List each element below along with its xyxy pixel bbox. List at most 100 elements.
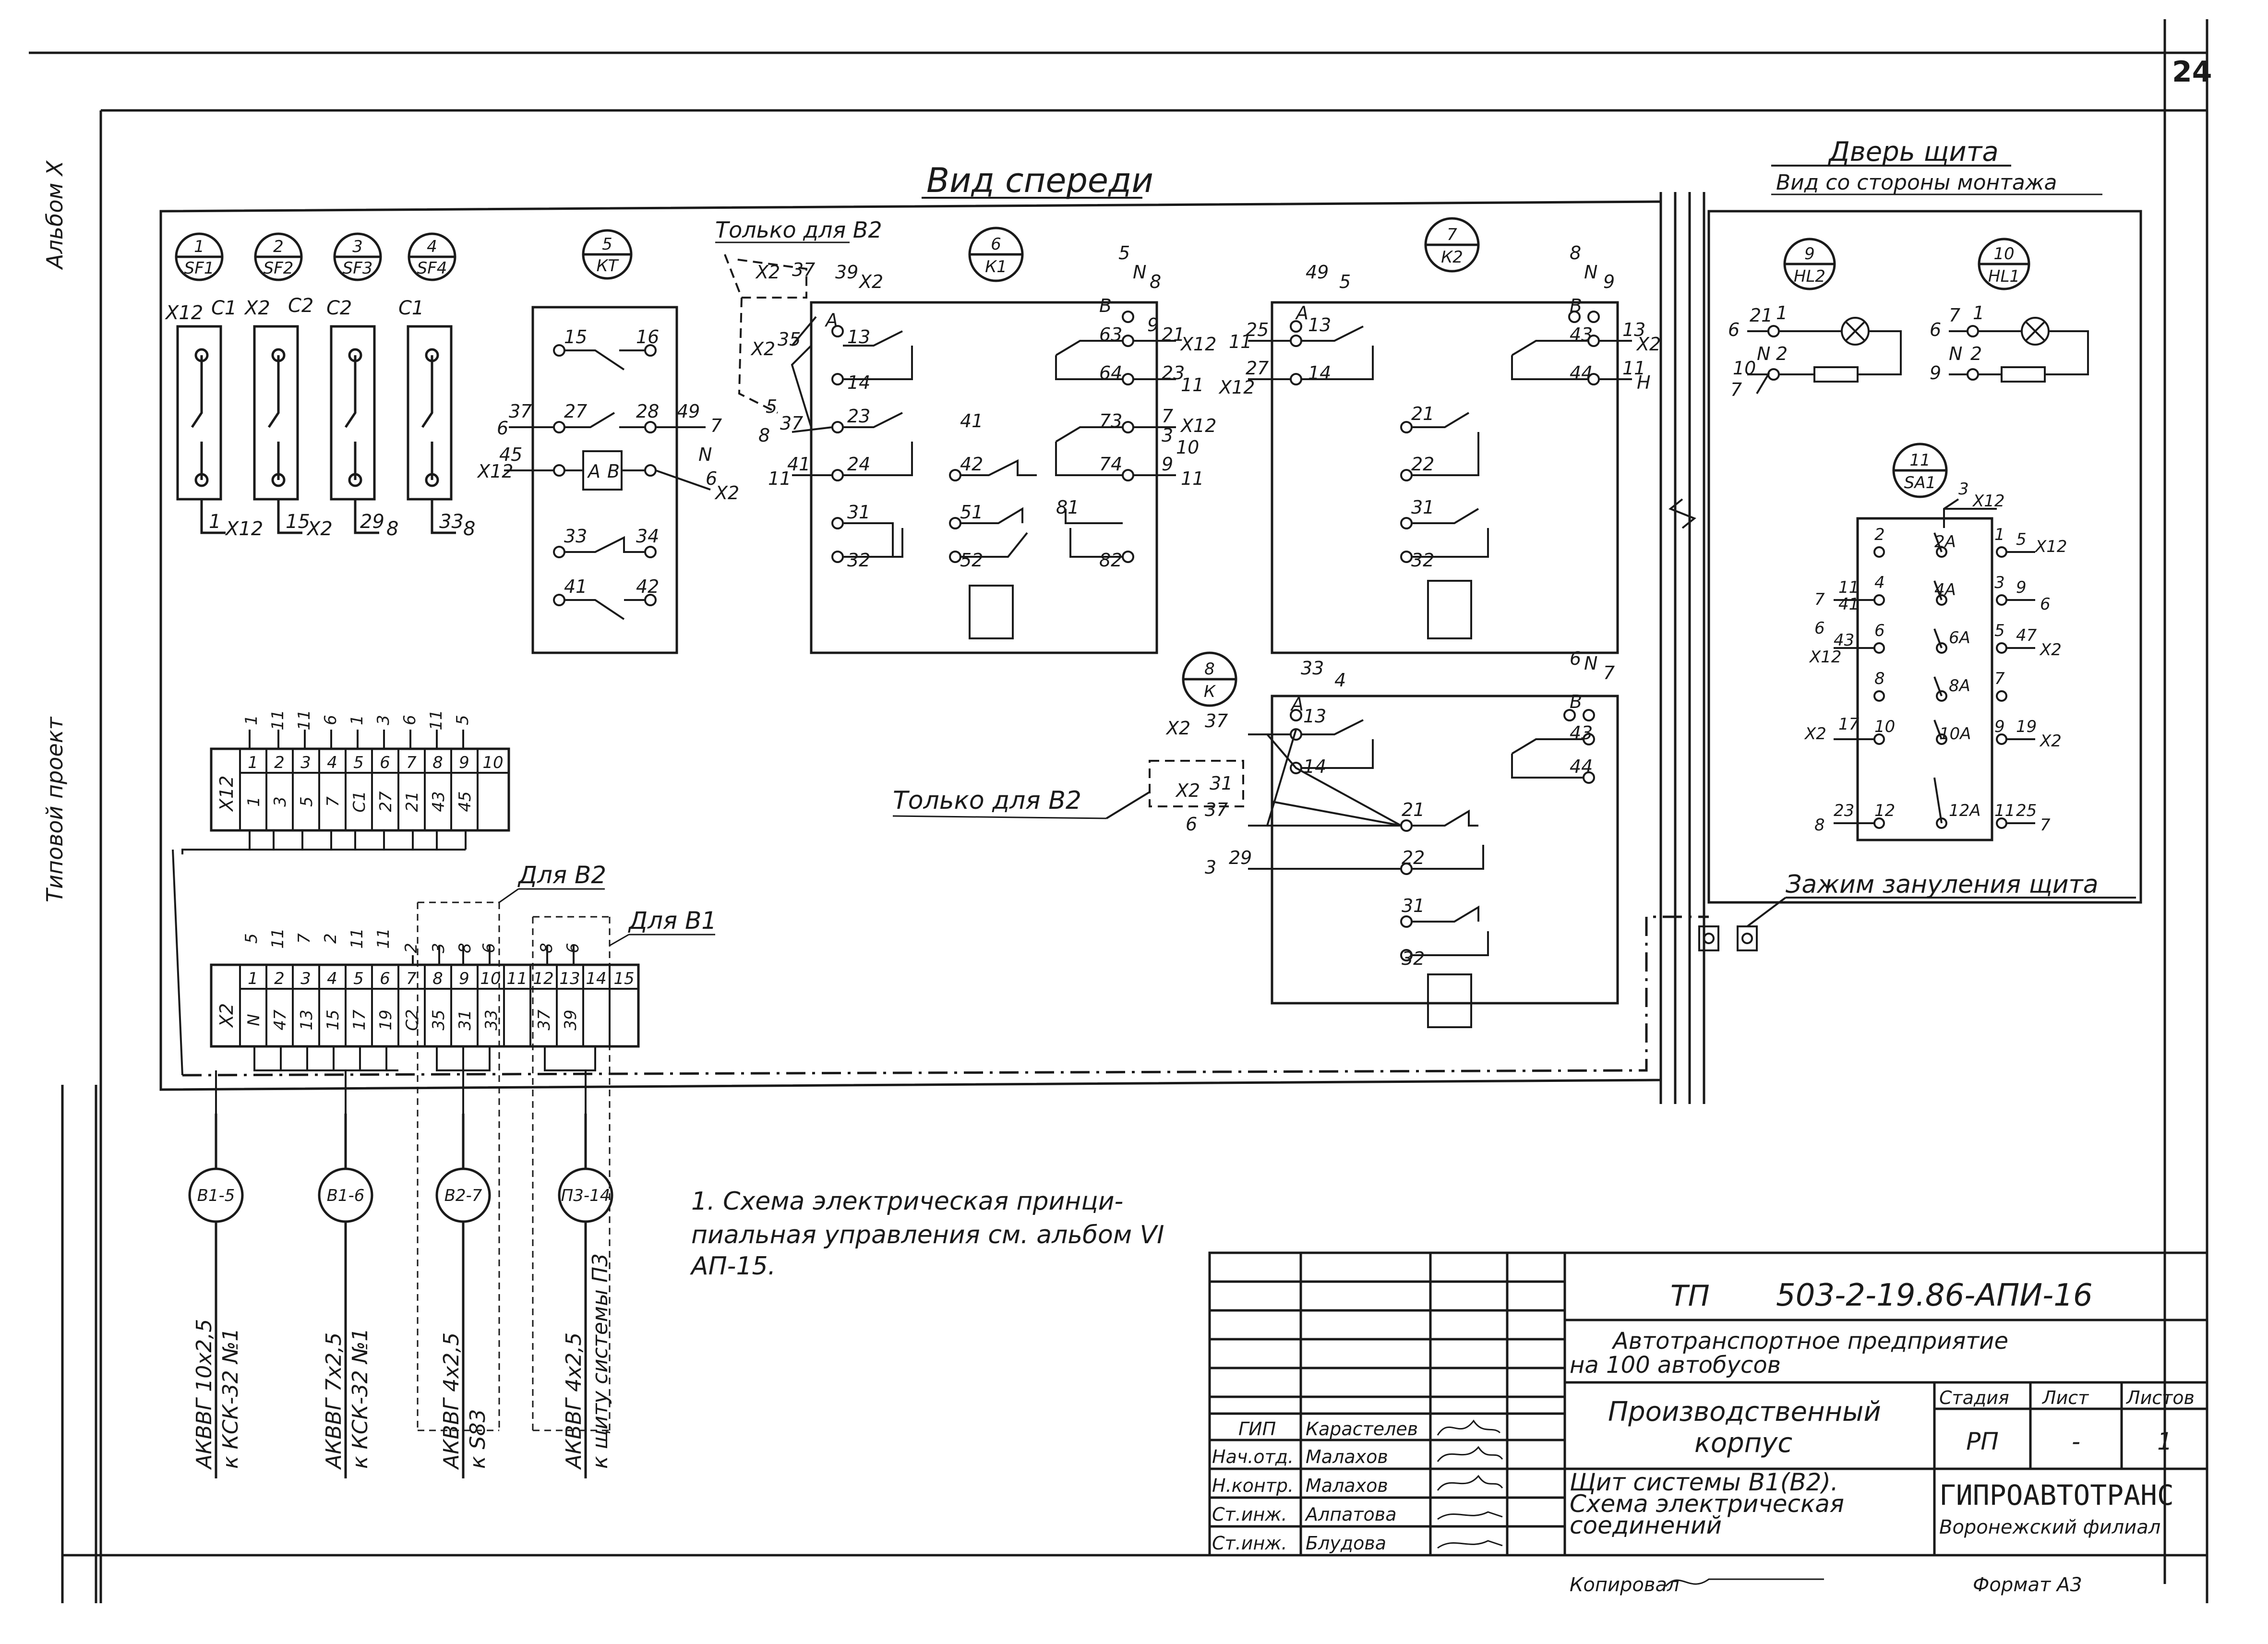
svg-text:33: 33 — [439, 511, 464, 533]
svg-text:22: 22 — [1402, 847, 1425, 868]
svg-text:32: 32 — [1411, 550, 1434, 571]
drawing-line-1: Щит системы В1(В2). — [1570, 1468, 1838, 1496]
svg-text:3: 3 — [374, 715, 393, 725]
svg-text:2: 2 — [274, 969, 285, 988]
device-6-code: К1 — [985, 257, 1007, 276]
device-markers: 1 SF1 2 SF2 3 SF3 4 SF4 5 КТ 6 К1 7 К2 8… — [175, 217, 2030, 707]
svg-text:31: 31 — [1402, 895, 1425, 916]
svg-text:Х2: Х2 — [244, 297, 270, 319]
svg-text:Х2: Х2 — [1165, 718, 1190, 739]
svg-text:9: 9 — [1994, 717, 2005, 736]
device-4-num: 4 — [427, 237, 437, 256]
note-1-line-2: пиальная управления см. альбом VI — [691, 1221, 1164, 1249]
svg-text:5: 5 — [1339, 271, 1351, 292]
svg-text:8: 8 — [1814, 816, 1825, 835]
svg-text:Х12: Х12 — [1972, 492, 2005, 511]
svg-text:Х12: Х12 — [225, 518, 263, 540]
svg-text:9: 9 — [1162, 454, 1173, 475]
svg-text:19: 19 — [376, 1009, 396, 1030]
svg-text:6: 6 — [706, 468, 717, 489]
svg-text:13: 13 — [559, 969, 580, 988]
svg-text:44: 44 — [1570, 756, 1593, 777]
door-title: Дверь щита — [1827, 136, 1999, 168]
svg-text:6: 6 — [564, 943, 583, 953]
stage-header: Стадия — [1939, 1387, 2009, 1408]
svg-text:12А: 12А — [1949, 801, 1981, 820]
svg-text:5: 5 — [1994, 621, 2005, 640]
staff-5-name: Блудова — [1306, 1533, 1386, 1554]
svg-text:31: 31 — [1210, 773, 1233, 794]
svg-text:6: 6 — [497, 418, 508, 439]
signatures — [1437, 1419, 1503, 1549]
svg-text:В: В — [1570, 691, 1582, 712]
staff-4-role: Ст.инж. — [1212, 1504, 1287, 1525]
svg-text:Х12: Х12 — [1180, 334, 1216, 355]
svg-text:37: 37 — [1205, 799, 1228, 820]
note-1-line-3: АП-15. — [690, 1252, 776, 1281]
svg-text:45: 45 — [456, 791, 475, 812]
svg-text:39: 39 — [835, 262, 858, 283]
svg-text:41: 41 — [1838, 595, 1859, 614]
device-7-code: К2 — [1441, 248, 1463, 267]
svg-text:8А: 8А — [1949, 676, 1970, 696]
svg-text:63: 63 — [1099, 324, 1122, 345]
svg-text:N: N — [1584, 653, 1597, 674]
svg-text:А: А — [1290, 694, 1304, 715]
device-11-num: 11 — [1909, 451, 1930, 470]
svg-text:25: 25 — [1246, 319, 1269, 340]
terminal-block-x12: Х12 1 11 11 6 1 3 6 11 5 1 2 3 4 5 6 7 8… — [181, 709, 510, 854]
staff-2-name: Малахов — [1306, 1446, 1388, 1467]
svg-text:С2: С2 — [326, 297, 352, 319]
svg-text:7: 7 — [1603, 662, 1615, 684]
svg-text:1: 1 — [209, 511, 221, 533]
svg-text:12: 12 — [533, 969, 553, 988]
svg-text:Н: Н — [1637, 372, 1651, 393]
svg-text:41: 41 — [787, 454, 810, 475]
svg-text:2: 2 — [274, 753, 285, 772]
svg-text:АКВВГ 10х2,5: АКВВГ 10х2,5 — [192, 1319, 216, 1470]
format-label: Формат А3 — [1973, 1574, 2082, 1596]
device-9-num: 9 — [1804, 244, 1815, 264]
svg-text:14: 14 — [847, 372, 870, 393]
svg-text:7: 7 — [1162, 406, 1173, 427]
device-11-code: SA1 — [1904, 473, 1936, 492]
svg-text:8: 8 — [1150, 271, 1161, 292]
sheets-value: 1 — [2157, 1428, 2172, 1455]
svg-text:13: 13 — [1303, 706, 1326, 727]
svg-text:21: 21 — [1750, 305, 1773, 326]
svg-text:к S83: к S83 — [466, 1409, 490, 1469]
svg-text:32: 32 — [1402, 948, 1425, 969]
svg-text:7: 7 — [1994, 669, 2005, 688]
svg-text:5: 5 — [2016, 530, 2027, 549]
svg-text:47: 47 — [2016, 626, 2037, 645]
svg-text:19: 19 — [2016, 717, 2037, 736]
device-1-code: SF1 — [184, 259, 215, 278]
svg-text:Х2: Х2 — [2039, 640, 2062, 660]
svg-text:АКВВГ 7х2,5: АКВВГ 7х2,5 — [322, 1332, 346, 1470]
staff-5-role: Ст.инж. — [1212, 1533, 1287, 1554]
svg-text:23: 23 — [847, 406, 870, 427]
svg-text:43: 43 — [429, 791, 448, 812]
staff-3-role: Н.контр. — [1212, 1475, 1294, 1496]
svg-text:8: 8 — [463, 518, 475, 540]
svg-text:11: 11 — [1838, 578, 1859, 597]
svg-text:Х12: Х12 — [1218, 377, 1255, 398]
svg-text:Х2: Х2 — [858, 271, 883, 292]
svg-text:Х2: Х2 — [714, 482, 739, 504]
title-block: ТП 503-2-19.86-АПИ-16 Автотранспортное п… — [1208, 1251, 2208, 1557]
svg-text:7: 7 — [324, 796, 343, 807]
svg-text:6: 6 — [1728, 319, 1740, 340]
svg-text:АКВВГ 4х2,5: АКВВГ 4х2,5 — [439, 1332, 464, 1470]
svg-text:С1: С1 — [350, 791, 369, 812]
device-7-num: 7 — [1447, 225, 1457, 244]
svg-text:10: 10 — [1176, 437, 1199, 458]
svg-text:44: 44 — [1570, 362, 1593, 384]
svg-text:11: 11 — [374, 928, 393, 948]
svg-text:10А: 10А — [1939, 724, 1971, 744]
building-line-1: Производственный — [1608, 1396, 1881, 1428]
svg-text:N: N — [698, 444, 712, 465]
note-1-line-1: 1. Схема электрическая принци- — [691, 1187, 1123, 1216]
album-label: Альбом Х — [42, 160, 68, 270]
svg-text:6А: 6А — [1949, 628, 1970, 648]
